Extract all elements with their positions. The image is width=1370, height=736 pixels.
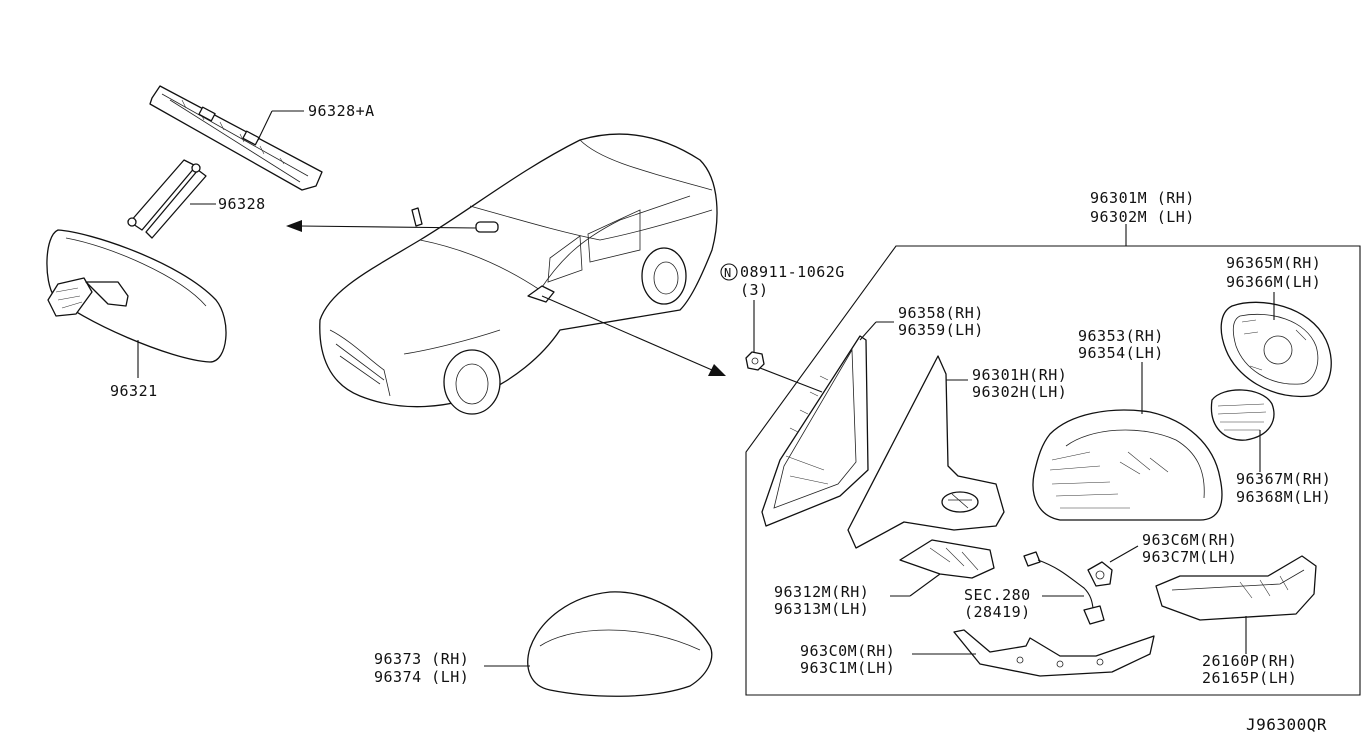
label-glass-rh: 96365M(RH) (1226, 254, 1321, 272)
label-mirror-rh: 96301M (RH) (1090, 189, 1195, 207)
label-gasket-lh: 96313M(LH) (774, 600, 869, 618)
inner-cover-part[interactable] (761, 335, 869, 527)
finisher-part[interactable] (953, 629, 1155, 677)
label-nut-qty: (3) (740, 281, 769, 299)
inside-mirror-part[interactable] (46, 229, 227, 363)
label-cap-rh: 96373 (RH) (374, 650, 469, 668)
leader-96328a (257, 110, 273, 141)
label-lamp-rh: 26160P(RH) (1202, 652, 1297, 670)
label-finisher-lh: 963C1M(LH) (800, 659, 895, 677)
door-mirror-assembly-box (745, 245, 1361, 696)
mirror-housing-part[interactable] (1032, 409, 1223, 521)
label-motor-lh: 96368M(LH) (1236, 488, 1331, 506)
label-cover-in-lh: 96359(LH) (898, 321, 984, 339)
leader-gasket (909, 573, 941, 597)
label-housing-rh: 96353(RH) (1078, 327, 1164, 345)
mirror-cap-part[interactable] (527, 591, 713, 697)
nut-symbol-circle (720, 263, 738, 281)
label-base-rh: 96301H(RH) (972, 366, 1067, 384)
gasket-part[interactable] (899, 539, 995, 579)
mirror-actuator-part[interactable] (1210, 389, 1275, 441)
label-96321: 96321 (110, 382, 158, 400)
car-illustration (319, 133, 718, 415)
label-96328a: 96328+A (308, 102, 375, 120)
label-base-lh: 96302H(LH) (972, 383, 1067, 401)
label-glass-lh: 96366M(LH) (1226, 273, 1321, 291)
turn-lamp-part[interactable] (1155, 555, 1317, 621)
label-bulb-rh: 963C6M(RH) (1142, 531, 1237, 549)
diagram-code: J96300QR (1246, 715, 1327, 734)
label-sec-sub: (28419) (964, 603, 1031, 621)
label-finisher-rh: 963C0M(RH) (800, 642, 895, 660)
mirror-base-part[interactable] (847, 355, 1005, 549)
label-housing-lh: 96354(LH) (1078, 344, 1164, 362)
label-cover-in-rh: 96358(RH) (898, 304, 984, 322)
nut-symbol: N (724, 266, 732, 280)
wire-harness-part[interactable] (1023, 551, 1105, 625)
label-sec: SEC.280 (964, 586, 1031, 604)
arrowhead-left (286, 220, 302, 232)
arrow-to-door-mirror (541, 295, 713, 371)
bulb-socket-part[interactable] (1087, 561, 1113, 587)
mirror-bracket-part[interactable] (127, 159, 207, 239)
leader-nut-to-cover (759, 367, 823, 393)
label-cap-lh: 96374 (LH) (374, 668, 469, 686)
label-lamp-lh: 26165P(LH) (1202, 669, 1297, 687)
leader-bulb (1109, 545, 1139, 563)
leader-cover-in (859, 321, 877, 341)
label-nut-part: 08911-1062G (740, 263, 845, 281)
arrow-to-inside-mirror (299, 225, 477, 229)
label-bulb-lh: 963C7M(LH) (1142, 548, 1237, 566)
label-motor-rh: 96367M(RH) (1236, 470, 1331, 488)
arrowhead-right (708, 364, 726, 376)
nut-part[interactable] (745, 351, 765, 371)
sensor-cover-part[interactable] (149, 85, 323, 191)
label-96328: 96328 (218, 195, 266, 213)
label-gasket-rh: 96312M(RH) (774, 583, 869, 601)
mirror-glass-part[interactable] (1220, 301, 1332, 398)
label-mirror-lh: 96302M (LH) (1090, 208, 1195, 226)
